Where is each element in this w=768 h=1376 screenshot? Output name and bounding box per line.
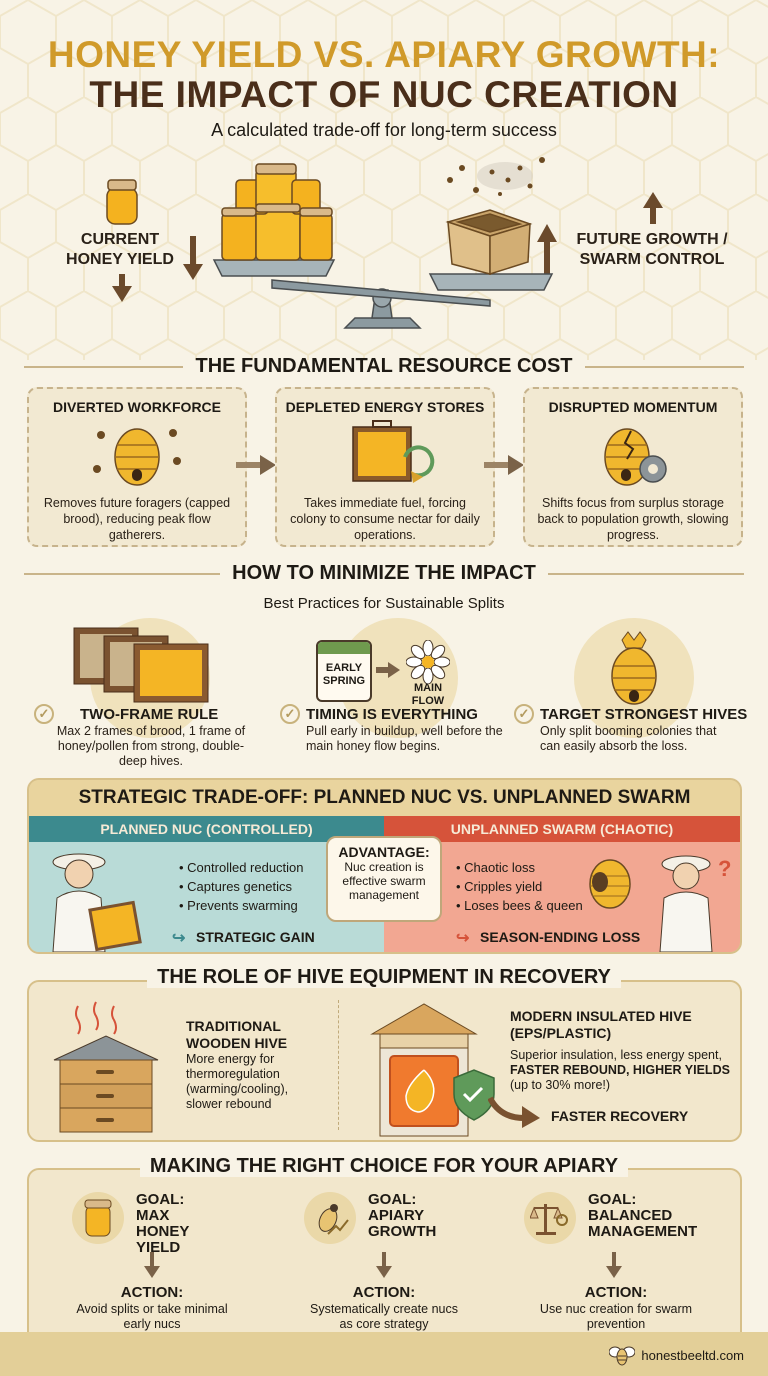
arrow-down-icon: [606, 1252, 622, 1278]
cost-card-disrupted-momentum: DISRUPTED MOMENTUM Shifts focus from sur…: [523, 387, 743, 547]
calendar-icon: EARLY SPRING: [316, 640, 372, 702]
choice-heading: MAKING THE RIGHT CHOICE FOR YOUR APIARY: [0, 1155, 768, 1178]
arrow-right-icon: [376, 662, 400, 678]
divider: [584, 365, 745, 368]
skep-bees-icon: [29, 415, 245, 495]
arrow-right-icon: [236, 455, 276, 475]
traditional-hive-desc: More energy for thermoregulation (warmin…: [186, 1052, 289, 1111]
honey-frame-cycle-icon: [277, 415, 493, 495]
unplanned-swarm-column: UNPLANNED SWARM (CHAOTIC) Chaotic loss C…: [384, 816, 740, 952]
crowned-hive-icon: [611, 631, 657, 705]
arrow-down-icon: [144, 1252, 160, 1278]
minimize-subheading: Best Practices for Sustainable Splits: [263, 595, 505, 612]
swarming-skep-icon: [589, 859, 631, 909]
scale-gear-icon: [524, 1192, 576, 1244]
brand[interactable]: honestbeeltd.com: [609, 1344, 744, 1366]
unplanned-outcome: SEASON-ENDING LOSS: [480, 929, 641, 945]
advantage-callout: ADVANTAGE: Nuc creation is effective swa…: [326, 836, 442, 922]
resource-cost-heading: THE FUNDAMENTAL RESOURCE COST: [24, 355, 745, 378]
planned-bullets: Controlled reduction Captures genetics P…: [179, 858, 303, 915]
planned-nuc-label: PLANNED NUC (CONTROLLED): [29, 816, 384, 842]
honey-jar-icon: [106, 179, 138, 225]
subtitle: A calculated trade-off for long-term suc…: [211, 120, 557, 140]
beekeeper-confused-icon: ?: [659, 855, 731, 952]
future-growth-label: FUTURE GROWTH / SWARM CONTROL: [576, 231, 728, 268]
title-line-1: HONEY YIELD VS. APIARY GROWTH:: [47, 34, 721, 75]
daisy-flower-icon: [406, 640, 450, 684]
current-honey-yield-label: CURRENT HONEY YIELD: [66, 231, 174, 268]
cracked-skep-gear-icon: [525, 415, 741, 495]
divider: [24, 365, 184, 368]
honey-jar-icon: [72, 1192, 124, 1244]
beekeeper-controlled-icon: [52, 853, 142, 952]
brand-url[interactable]: honestbeeltd.com: [641, 1347, 744, 1363]
insulated-hive-icon: [370, 1003, 495, 1137]
divider: [338, 1000, 339, 1130]
svg-text:?: ?: [718, 856, 731, 881]
beehive-box-icon: [445, 209, 533, 276]
modern-hive-title: MODERN INSULATED HIVE (EPS/PLASTIC): [510, 1008, 692, 1041]
faster-recovery-label: FASTER RECOVERY: [551, 1108, 689, 1124]
check-icon: ✓: [280, 704, 300, 724]
arrow-right-icon: [484, 455, 524, 475]
bee-logo-icon: [609, 1346, 636, 1366]
divider: [547, 572, 744, 575]
footer: honestbeeltd.com: [0, 1332, 768, 1376]
planned-outcome: STRATEGIC GAIN: [196, 929, 315, 945]
title-line-2: THE IMPACT OF NUC CREATION: [89, 74, 679, 115]
bees-icon: [447, 157, 545, 196]
hero-balance: CURRENT HONEY YIELD FUTURE GROWTH / SWAR…: [0, 150, 768, 345]
unplanned-swarm-label: UNPLANNED SWARM (CHAOTIC): [384, 816, 740, 842]
traditional-hive-title: TRADITIONAL WOODEN HIVE: [186, 1018, 288, 1051]
minimize-heading: HOW TO MINIMIZE THE IMPACT: [24, 562, 744, 585]
check-icon: ✓: [514, 704, 534, 724]
bee-growth-icon: [304, 1192, 356, 1244]
curved-arrow-right-icon: [488, 1096, 540, 1128]
curved-arrow-icon: ↪: [456, 930, 470, 947]
cost-card-diverted-workforce: DIVERTED WORKFORCE Removes future forage…: [27, 387, 247, 547]
arrow-down-icon: [376, 1252, 392, 1278]
frames-icon: [73, 627, 209, 703]
equipment-heading: THE ROLE OF HIVE EQUIPMENT IN RECOVERY: [0, 966, 768, 989]
divider: [24, 572, 221, 575]
wooden-hive-icon: [53, 1001, 159, 1133]
planned-nuc-column: PLANNED NUC (CONTROLLED) Controlled redu…: [29, 816, 384, 952]
check-icon: ✓: [34, 704, 54, 724]
tradeoff-heading: STRATEGIC TRADE-OFF: PLANNED NUC VS. UNP…: [29, 780, 740, 816]
cost-card-depleted-energy: DEPLETED ENERGY STORES Takes immediate f…: [275, 387, 495, 547]
modern-hive-desc: Superior insulation, less energy spent, …: [510, 1048, 730, 1092]
unplanned-bullets: Chaotic loss Cripples yield Loses bees &…: [456, 858, 583, 915]
curved-arrow-icon: ↪: [172, 930, 186, 947]
